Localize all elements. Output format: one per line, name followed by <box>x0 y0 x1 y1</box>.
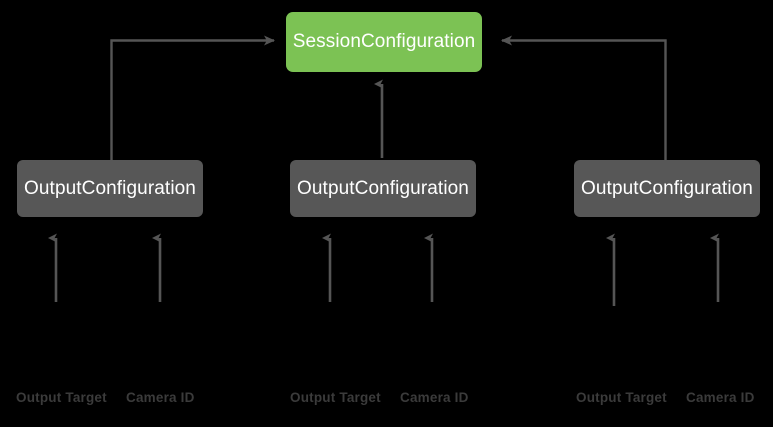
leaf-left-output-target: Output Target <box>16 390 107 405</box>
leaf-middle-camera-id: Camera ID <box>400 390 469 405</box>
edge-output-right-to-session <box>501 35 667 160</box>
leaf-right-camera-id: Camera ID <box>686 390 755 405</box>
leaf-left-camera-id: Camera ID <box>126 390 195 405</box>
edge-output-left-to-session <box>110 35 275 160</box>
leaf-right-output-target: Output Target <box>576 390 667 405</box>
node-output-configuration-left[interactable]: OutputConfiguration <box>17 160 203 217</box>
node-session-configuration[interactable]: SessionConfiguration <box>286 12 482 72</box>
node-output-configuration-middle[interactable]: OutputConfiguration <box>290 160 476 217</box>
node-output-configuration-right[interactable]: OutputConfiguration <box>574 160 760 217</box>
leaf-middle-output-target: Output Target <box>290 390 381 405</box>
